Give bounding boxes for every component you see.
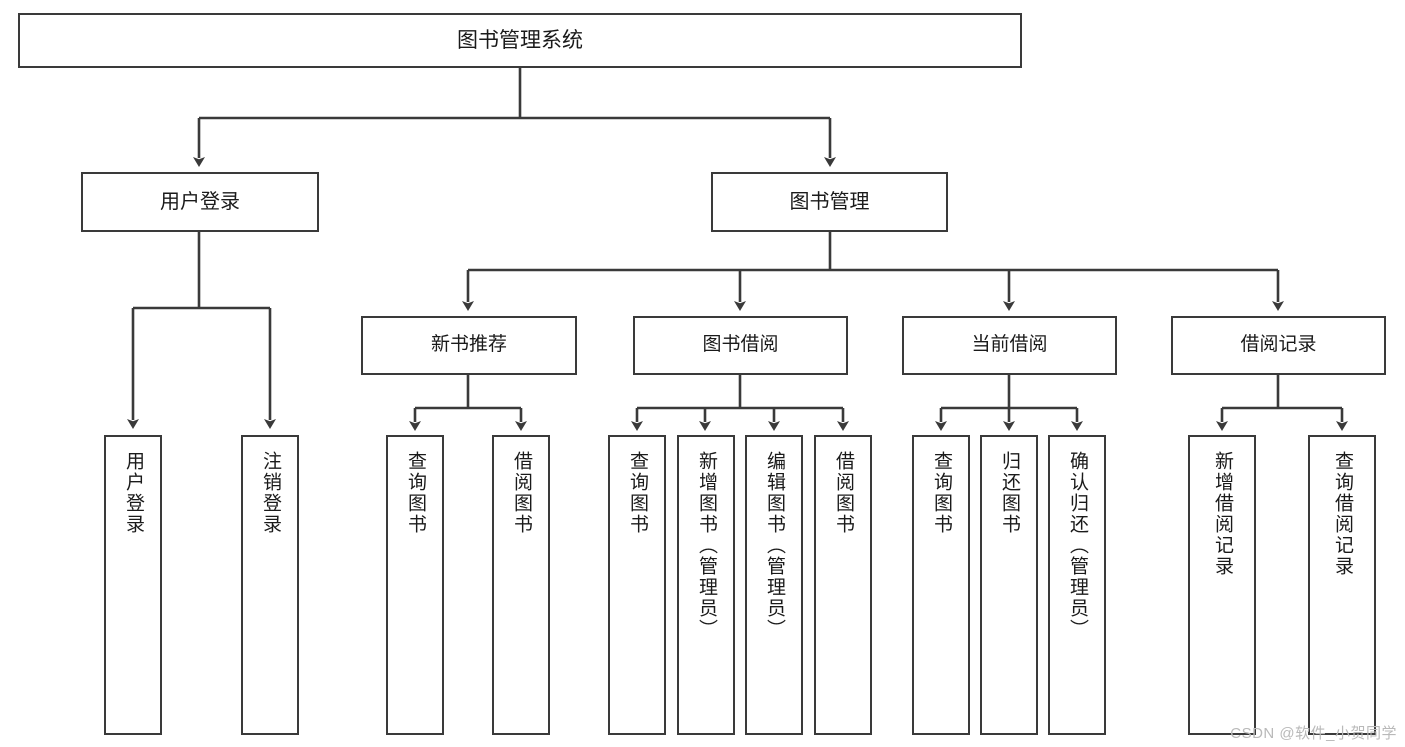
node-leaf-query-book-3[interactable]: 查询图书 [912,435,970,735]
node-leaf-borrow-book-2-label: 借阅图书 [832,451,854,535]
node-new-book-recommend-label: 新书推荐 [430,334,507,356]
node-new-book-recommend[interactable]: 新书推荐 [361,316,577,375]
node-leaf-add-book[interactable]: 新增图书（管理员） [677,435,735,735]
node-leaf-confirm-return[interactable]: 确认归还（管理员） [1048,435,1106,735]
node-leaf-edit-book[interactable]: 编辑图书（管理员） [745,435,803,735]
node-leaf-user-login-label: 用户登录 [122,451,144,535]
node-borrow-record[interactable]: 借阅记录 [1171,316,1386,375]
node-root-label: 图书管理系统 [457,28,583,52]
node-leaf-user-logout[interactable]: 注销登录 [241,435,299,735]
node-leaf-user-login[interactable]: 用户登录 [104,435,162,735]
node-current-borrow[interactable]: 当前借阅 [902,316,1117,375]
node-book-borrow-label: 图书借阅 [702,334,779,356]
node-leaf-confirm-return-label: 确认归还（管理员） [1066,451,1088,640]
node-book-manage-label: 图书管理 [789,191,870,213]
node-leaf-user-logout-label: 注销登录 [259,451,281,535]
node-leaf-borrow-book-1-label: 借阅图书 [510,451,532,535]
node-user-login-label: 用户登录 [160,191,240,213]
node-user-login[interactable]: 用户登录 [81,172,319,232]
node-leaf-query-book-1-label: 查询图书 [404,451,426,535]
node-leaf-borrow-book-2[interactable]: 借阅图书 [814,435,872,735]
node-leaf-add-book-label: 新增图书（管理员） [695,451,717,640]
node-leaf-query-book-2-label: 查询图书 [626,451,648,535]
node-current-borrow-label: 当前借阅 [971,334,1048,356]
node-leaf-query-record[interactable]: 查询借阅记录 [1308,435,1376,735]
node-book-manage[interactable]: 图书管理 [711,172,948,232]
node-leaf-add-record[interactable]: 新增借阅记录 [1188,435,1256,735]
node-leaf-query-book-1[interactable]: 查询图书 [386,435,444,735]
node-leaf-query-record-label: 查询借阅记录 [1331,451,1353,577]
node-leaf-query-book-3-label: 查询图书 [930,451,952,535]
node-book-borrow[interactable]: 图书借阅 [633,316,848,375]
watermark-text: CSDN @软件_小贺同学 [1230,725,1397,742]
node-root[interactable]: 图书管理系统 [18,13,1022,68]
node-leaf-return-book[interactable]: 归还图书 [980,435,1038,735]
node-leaf-borrow-book-1[interactable]: 借阅图书 [492,435,550,735]
node-leaf-edit-book-label: 编辑图书（管理员） [763,451,785,640]
node-leaf-query-book-2[interactable]: 查询图书 [608,435,666,735]
node-leaf-add-record-label: 新增借阅记录 [1211,451,1233,577]
node-borrow-record-label: 借阅记录 [1240,334,1317,356]
node-leaf-return-book-label: 归还图书 [998,451,1020,535]
